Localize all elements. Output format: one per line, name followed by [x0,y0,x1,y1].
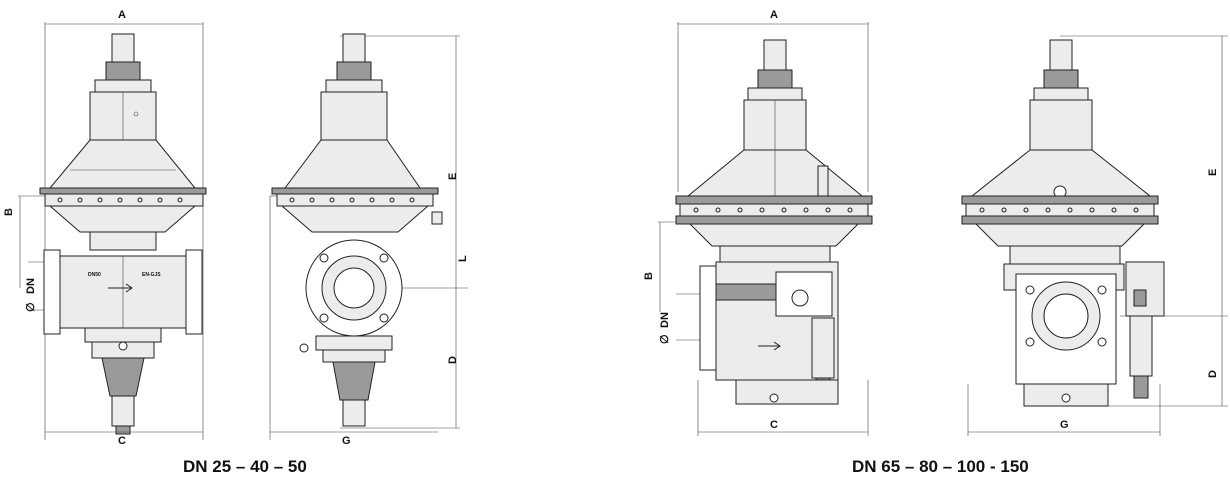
dim-label-b-small: B [3,208,15,216]
plate-text-left: DN50 [88,272,101,278]
dn-label-small: DN [25,278,37,294]
dn-symbol-large: ∅ [659,334,671,344]
plate-text-right: EN-GJS [142,272,161,278]
dim-label-l-small: L [457,255,469,262]
dim-label-e-small: E [447,173,459,180]
large-front-view: A B DN ∅ [643,9,873,436]
caption-large-valve: DN 65 – 80 – 100 - 150 [852,457,1029,476]
dim-label-g-large: G [1060,419,1069,431]
dim-label-e-large: E [1207,169,1219,176]
dn-label-large: DN [659,312,671,328]
dim-label-a-large: A [770,9,778,21]
dim-label-c-large: C [770,419,778,431]
small-side-view: E L D G [269,33,469,447]
dim-label-b-large: B [643,272,655,280]
dim-label-d-large: D [1207,370,1219,378]
dn-symbol-small: ∅ [25,302,37,312]
small-front-view: A B DN ∅ DN50 EN-GJS [3,9,207,440]
dim-label-d-small: D [447,356,459,364]
dim-label-g-small: G [342,435,351,447]
dim-label-a-small: A [118,9,126,21]
caption-small-valve: DN 25 – 40 – 50 [183,457,307,476]
dim-label-c-small: C [118,435,126,447]
large-side-view: E D G [961,35,1228,436]
